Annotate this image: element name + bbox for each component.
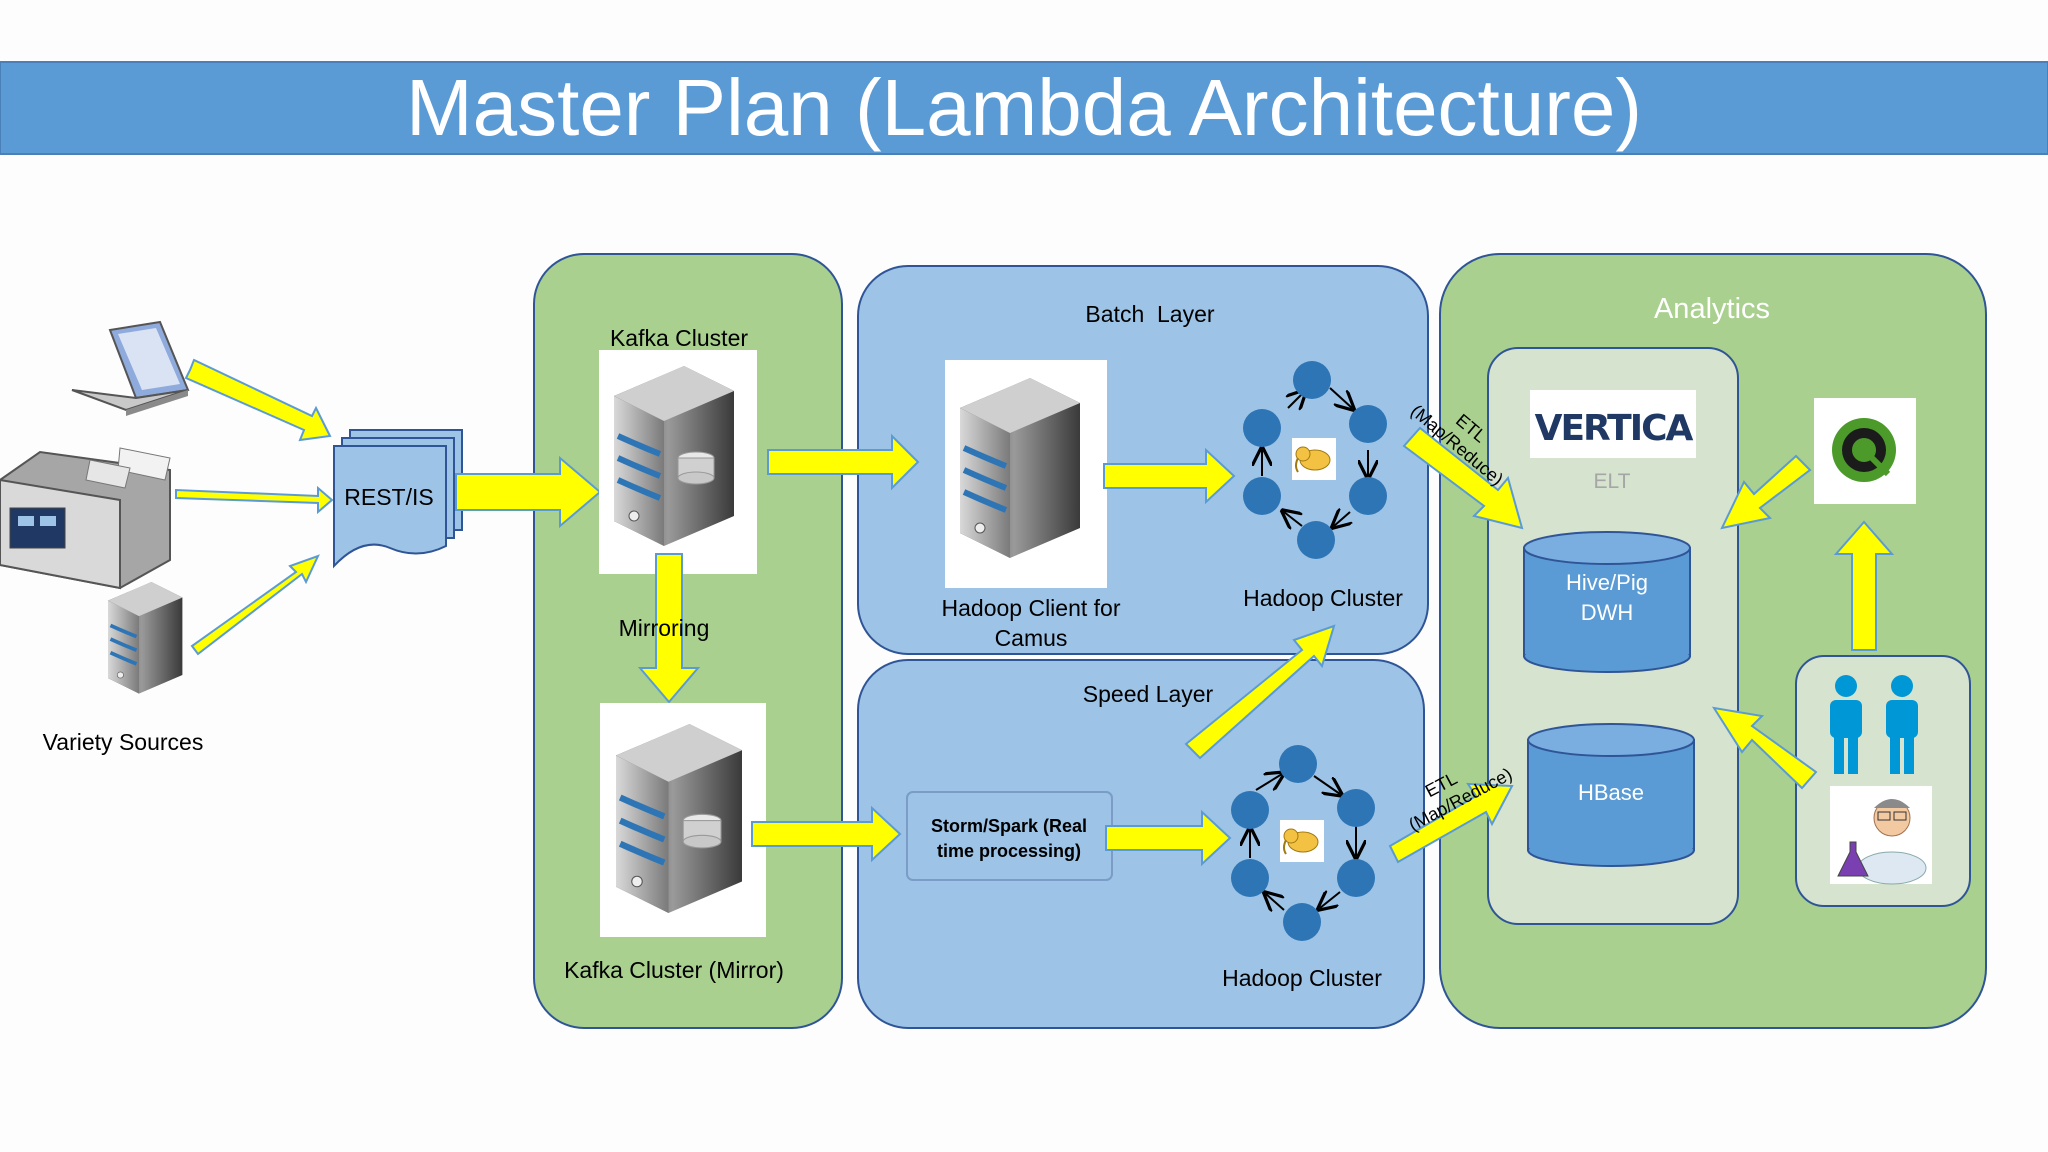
arrow-client-to-hadoop-batch bbox=[1103, 447, 1236, 505]
hadoop-elephant-icon bbox=[1292, 438, 1336, 480]
storm-spark-label-line1: Storm/Spark (Real bbox=[931, 816, 1087, 836]
kafka-cluster-label: Kafka Cluster bbox=[610, 325, 748, 351]
arrow-etl-speed bbox=[1388, 782, 1514, 864]
arrow-machine-to-rest bbox=[175, 485, 334, 515]
hadoop-client-label-line1: Hadoop Client for bbox=[942, 595, 1121, 621]
hbase-label: HBase bbox=[1578, 780, 1644, 805]
laptop-icon bbox=[71, 320, 190, 416]
arrow-laptop-to-rest bbox=[184, 358, 332, 442]
storm-spark-label-line2: time processing) bbox=[937, 841, 1081, 861]
variety-sources-label: Variety Sources bbox=[43, 729, 204, 755]
vertica-logo-card bbox=[1530, 390, 1696, 458]
source-server-icon bbox=[106, 580, 185, 696]
hive-label-line2: DWH bbox=[1581, 600, 1634, 625]
elt-label: ELT bbox=[1594, 470, 1631, 493]
title-bar bbox=[0, 61, 2048, 155]
hadoop-cluster-speed-label: Hadoop Cluster bbox=[1222, 965, 1382, 991]
rest-label: REST/IS bbox=[344, 484, 433, 510]
hadoop-elephant-icon-speed bbox=[1280, 820, 1324, 862]
arrow-users-to-storage bbox=[1711, 706, 1818, 790]
arrow-speed-to-batch-hadoop bbox=[1184, 624, 1336, 760]
arrow-users-to-qlik bbox=[1833, 520, 1895, 651]
page-title: Master Plan (Lambda Architecture) bbox=[406, 63, 1642, 152]
hadoop-client-label-line2: Camus bbox=[995, 625, 1068, 651]
arrow-rest-to-kafka bbox=[455, 455, 602, 529]
data-scientist-icon bbox=[1830, 786, 1932, 885]
arrow-qlik-to-storage bbox=[1720, 454, 1812, 530]
arrow-etl-batch bbox=[1402, 426, 1524, 530]
hbase-cylinder bbox=[1527, 723, 1695, 867]
arrow-kafka-to-batch bbox=[767, 433, 920, 491]
analytics-title: Analytics bbox=[1654, 293, 1770, 325]
qlikview-logo-icon bbox=[1814, 398, 1916, 504]
user-icon-2 bbox=[1886, 675, 1918, 774]
kafka-mirror-server-icon bbox=[616, 724, 742, 913]
hadoop-cluster-batch-label: Hadoop Cluster bbox=[1243, 585, 1403, 611]
machine-icon bbox=[0, 447, 171, 590]
hadoop-cluster-batch-ring bbox=[1243, 361, 1387, 559]
rest-document-stack bbox=[333, 429, 463, 569]
user-icon-1 bbox=[1830, 675, 1862, 774]
hadoop-client-server-icon bbox=[960, 378, 1080, 558]
hive-label-line1: Hive/Pig bbox=[1566, 570, 1648, 595]
vertica-logo: VERTICA bbox=[1535, 408, 1694, 449]
hadoop-cluster-speed-ring bbox=[1231, 745, 1375, 941]
batch-layer-title: Batch Layer bbox=[1085, 301, 1214, 327]
arrow-server-to-rest bbox=[190, 554, 320, 656]
kafka-mirror-label: Kafka Cluster (Mirror) bbox=[564, 957, 784, 983]
arrow-mirroring bbox=[637, 553, 701, 704]
arrow-storm-to-hadoop-speed bbox=[1105, 809, 1232, 867]
arrow-mirror-to-storm bbox=[751, 805, 902, 863]
mirroring-label: Mirroring bbox=[619, 615, 710, 641]
hive-dwh-cylinder bbox=[1523, 531, 1691, 673]
speed-layer-title: Speed Layer bbox=[1083, 681, 1214, 707]
storm-spark-box bbox=[906, 791, 1113, 881]
kafka-server-icon bbox=[614, 366, 734, 546]
